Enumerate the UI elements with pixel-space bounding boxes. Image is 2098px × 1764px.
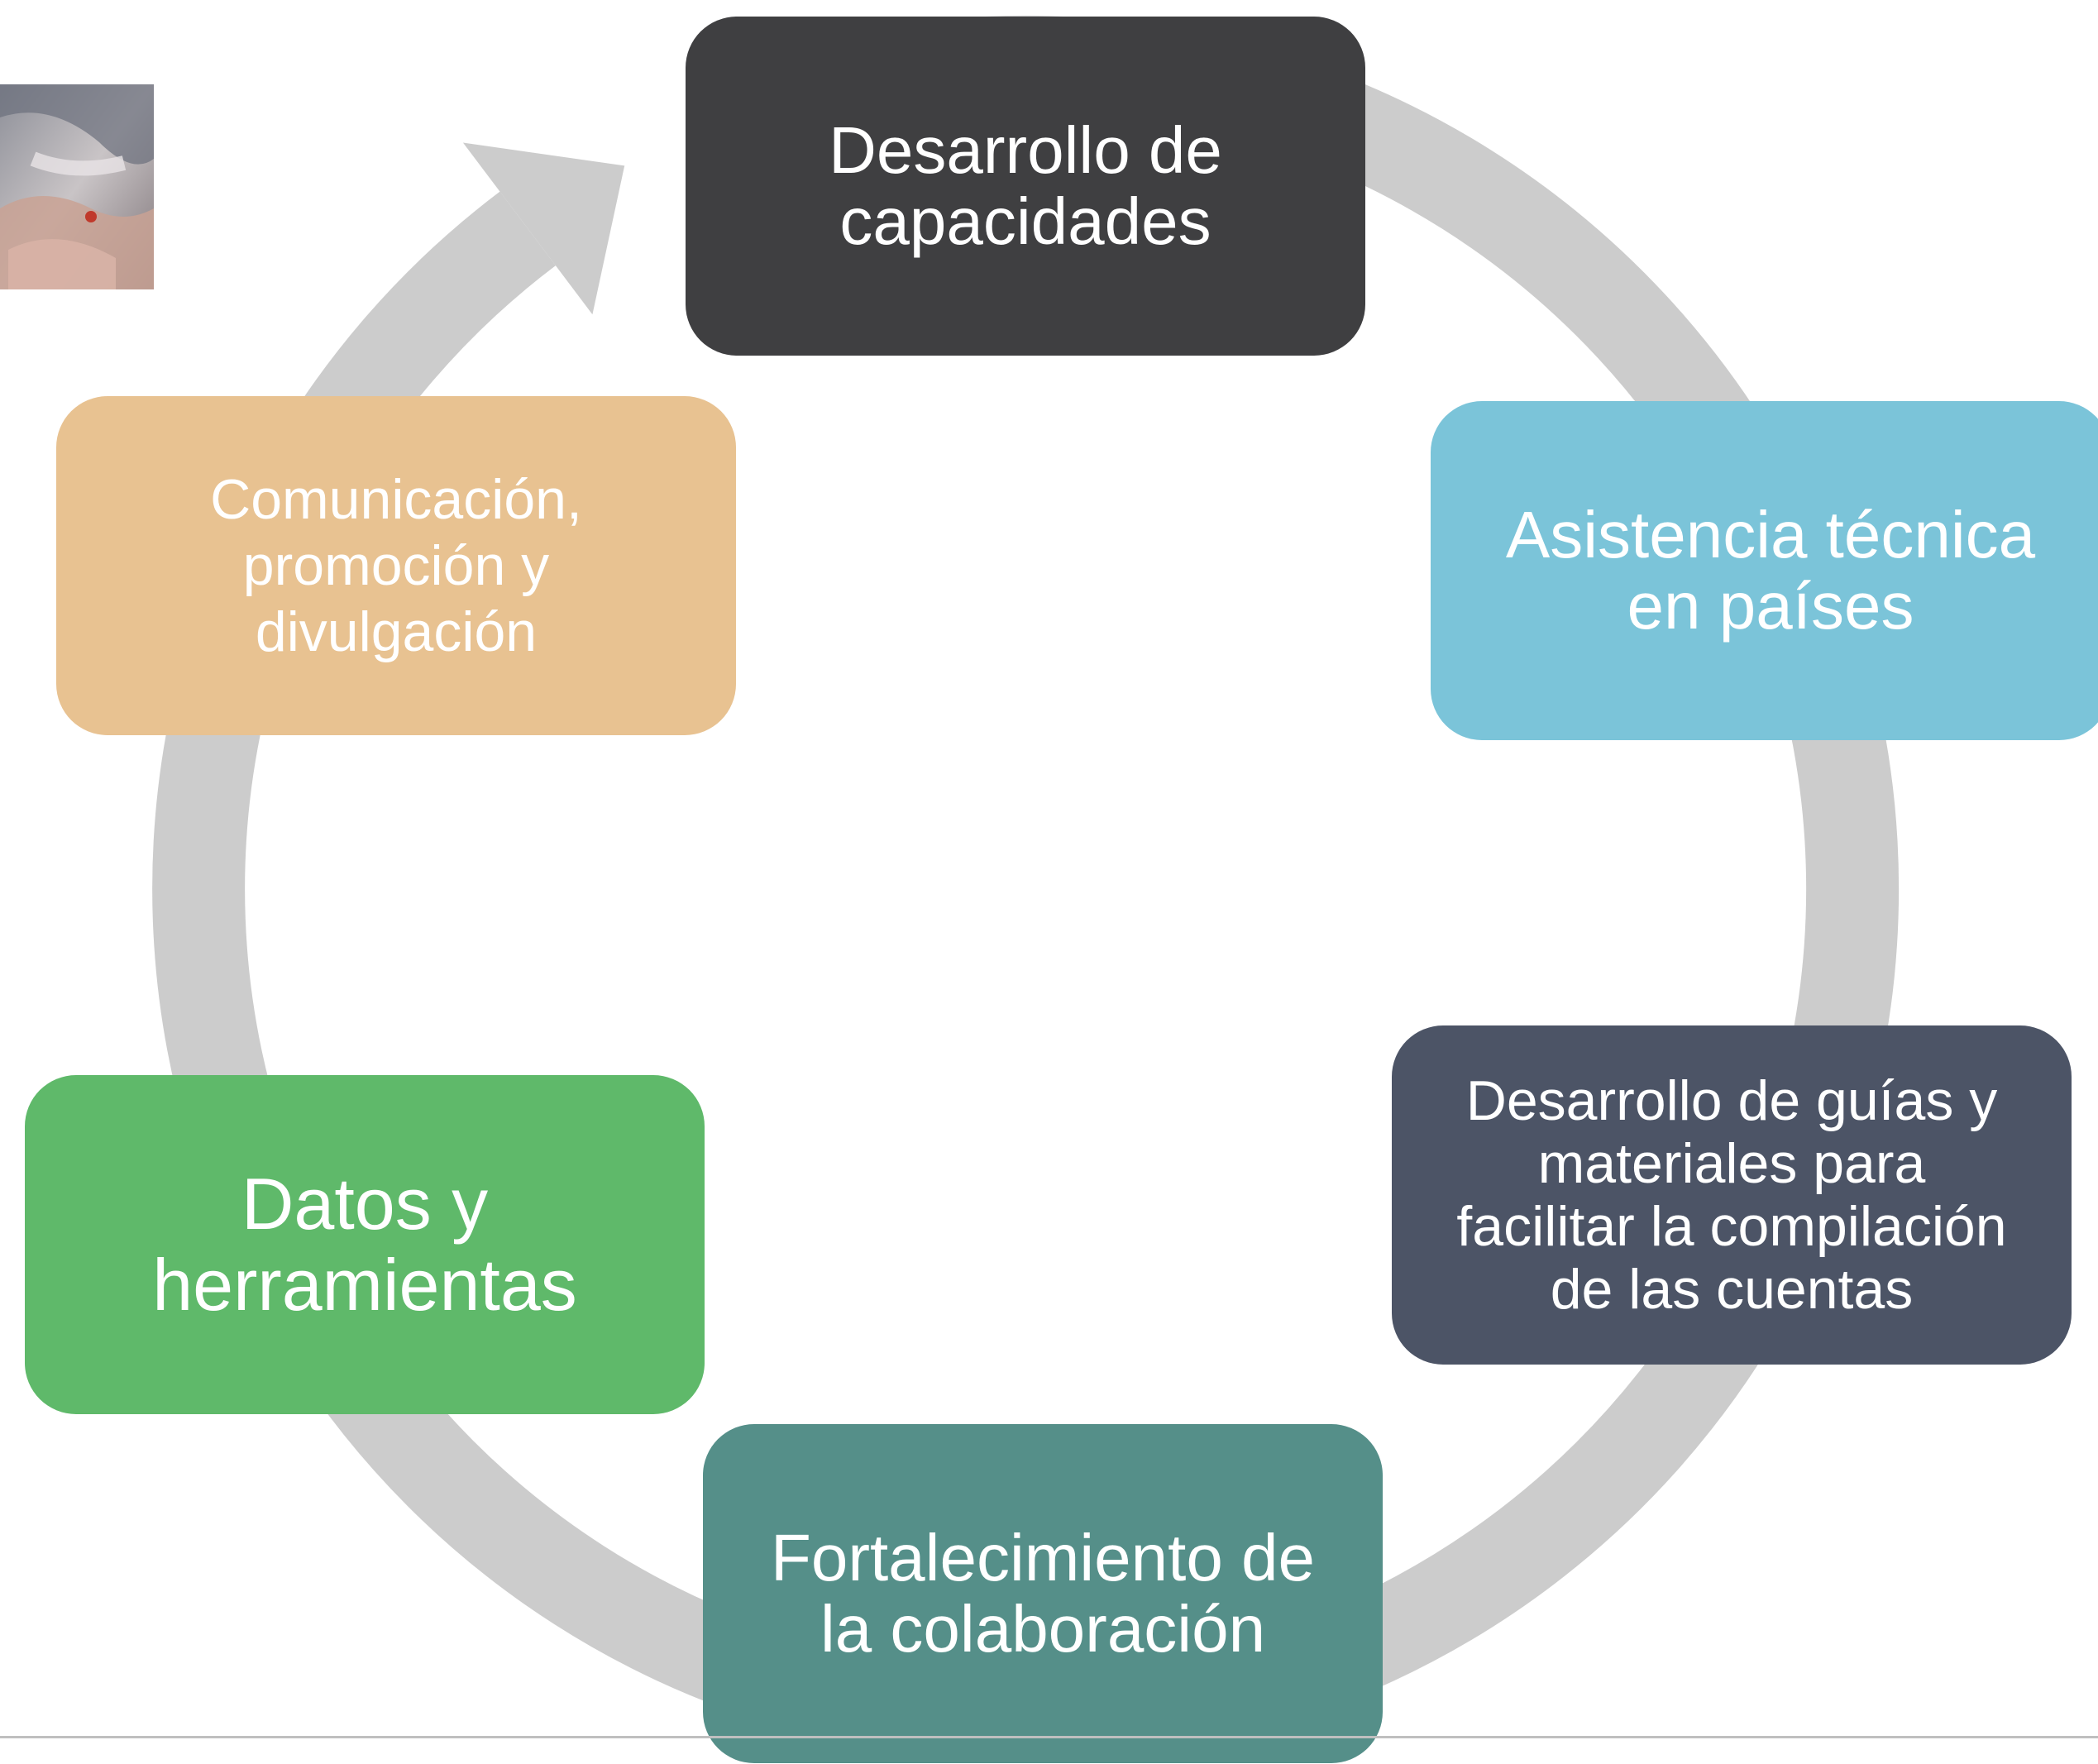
node-label: Fortalecimiento de la colaboración <box>770 1521 1316 1666</box>
node-label: Asistencia técnica en países <box>1505 498 2036 643</box>
node-desarrollo-de-capacidades: Desarrollo de capacidades <box>686 17 1365 356</box>
node-label: Desarrollo de guías y materiales para fa… <box>1456 1069 2007 1321</box>
node-asistencia-tecnica: Asistencia técnica en países <box>1431 401 2098 740</box>
footer-divider <box>0 1736 2098 1738</box>
node-label: Desarrollo de capacidades <box>829 113 1222 258</box>
node-datos-y-herramientas: Datos y herramientas <box>25 1075 705 1414</box>
node-comunicacion-promocion: Comunicación, promoción y divulgación <box>56 396 736 735</box>
node-desarrollo-de-guias: Desarrollo de guías y materiales para fa… <box>1392 1025 2072 1365</box>
node-label: Comunicación, promoción y divulgación <box>210 468 582 663</box>
people-hands-photo <box>0 84 154 289</box>
node-fortalecimiento-colaboracion: Fortalecimiento de la colaboración <box>703 1424 1383 1763</box>
cycle-arrowhead <box>462 142 625 315</box>
node-label: Datos y herramientas <box>152 1163 577 1326</box>
